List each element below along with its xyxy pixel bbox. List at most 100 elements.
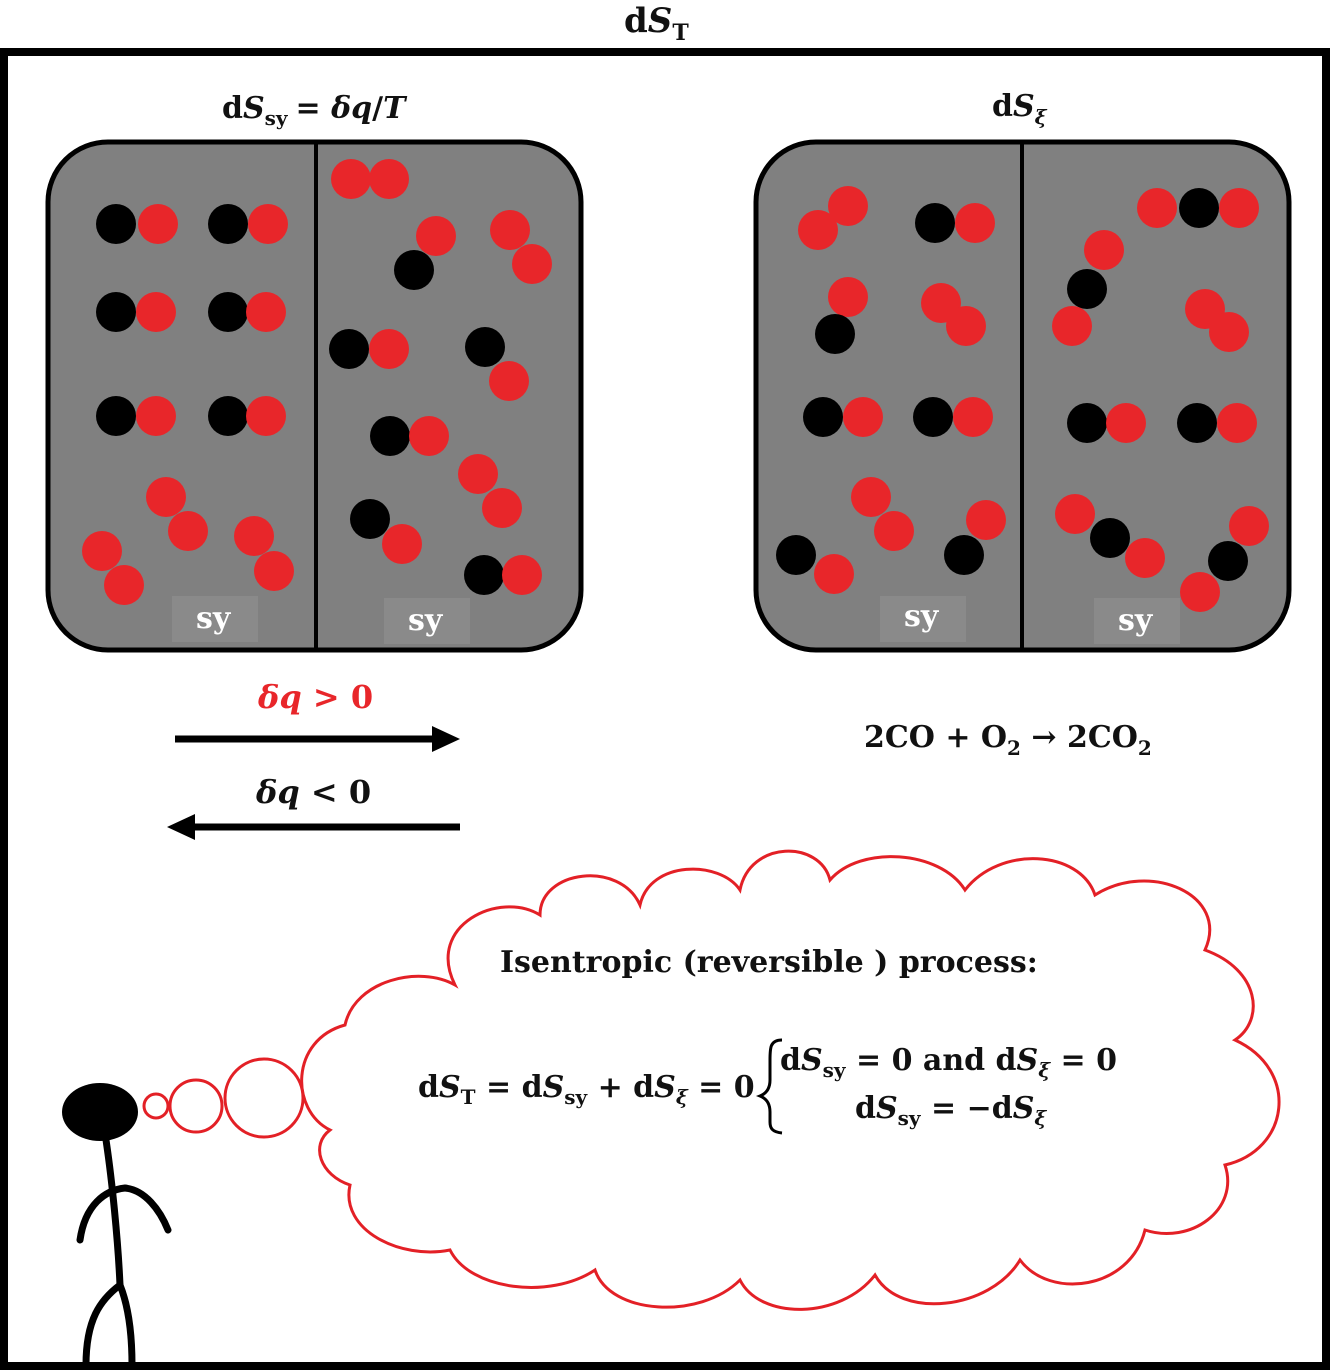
heat-negative-label: δq < 0 [255, 773, 371, 811]
molecules-right-b [1052, 188, 1269, 612]
oxygen-atom [234, 516, 274, 556]
oxygen-atom [1209, 312, 1249, 352]
oxygen-atom [1106, 403, 1146, 443]
brace-icon [755, 1038, 783, 1135]
outer-frame [0, 48, 1330, 1370]
oxygen-atom [369, 159, 409, 199]
oxygen-atom [248, 204, 288, 244]
oxygen-atom [946, 306, 986, 346]
carbon-atom [96, 396, 136, 436]
oxygen-atom [1229, 506, 1269, 546]
carbon-atom [1208, 541, 1248, 581]
carbon-atom [208, 292, 248, 332]
heat-positive-label: δq > 0 [257, 678, 373, 716]
oxygen-atom [1137, 188, 1177, 228]
oxygen-atom [369, 329, 409, 369]
oxygen-atom [828, 186, 868, 226]
carbon-atom [1090, 518, 1130, 558]
oxygen-atom [1084, 230, 1124, 270]
right-sy-box-b [1094, 598, 1180, 644]
oxygen-atom [482, 488, 522, 528]
oxygen-atom [146, 477, 186, 517]
right-subsystem-label-b: sy [1118, 603, 1154, 638]
oxygen-atom [1217, 403, 1257, 443]
carbon-atom [208, 396, 248, 436]
oxygen-atom [798, 210, 838, 250]
molecules-right-a [776, 186, 1006, 594]
condition-two: dSsy = −dSξ [855, 1091, 1047, 1130]
left-subsystem-label-b: sy [408, 603, 444, 638]
outer-title: dST [624, 1, 689, 46]
carbon-atom [370, 416, 410, 456]
carbon-atom [208, 204, 248, 244]
left-sy-box-b [384, 598, 470, 644]
arms [76, 1184, 172, 1244]
head [62, 1083, 138, 1141]
right-panel-equation: dSξ [992, 89, 1048, 129]
stick-figure-icon [62, 1083, 172, 1369]
entropy-balance-equation: dST = dSsy + dSξ = 0 [418, 1070, 755, 1109]
right-leg [116, 1281, 136, 1369]
oxygen-atom [1055, 494, 1095, 534]
carbon-atom [776, 535, 816, 575]
right-subsystem-label-a: sy [904, 599, 940, 634]
carbon-atom [944, 535, 984, 575]
carbon-atom [815, 314, 855, 354]
carbon-atom [96, 292, 136, 332]
thought-cloud-icon [142, 849, 1281, 1311]
oxygen-atom [82, 531, 122, 571]
oxygen-atom [490, 210, 530, 250]
oxygen-atom [104, 565, 144, 605]
condition-one: dSsy = 0 and dSξ = 0 [780, 1043, 1117, 1082]
right-sy-box-a [880, 596, 966, 642]
molecules-left-b [329, 159, 552, 595]
left-sy-box-a [172, 596, 258, 642]
carbon-atom [465, 327, 505, 367]
oxygen-atom [1180, 572, 1220, 612]
oxygen-atom [502, 555, 542, 595]
oxygen-atom [489, 361, 529, 401]
carbon-atom [915, 203, 955, 243]
carbon-atom [913, 397, 953, 437]
oxygen-atom [254, 551, 294, 591]
oxygen-atom [331, 159, 371, 199]
carbon-atom [394, 250, 434, 290]
oxygen-atom [416, 216, 456, 256]
torso [102, 1136, 124, 1289]
molecules-left-a [82, 204, 294, 605]
oxygen-atom [953, 397, 993, 437]
oxygen-atom [512, 244, 552, 284]
carbon-atom [1067, 403, 1107, 443]
left-leg [82, 1281, 124, 1369]
right-arrow-icon [175, 726, 460, 752]
carbon-atom [1177, 403, 1217, 443]
carbon-atom [803, 397, 843, 437]
left-subsystem-label-a: sy [196, 601, 232, 636]
carbon-atom [329, 329, 369, 369]
oxygen-atom [382, 524, 422, 564]
oxygen-atom [458, 454, 498, 494]
carbon-atom [1067, 269, 1107, 309]
left-panel-equation: dSsy= δq/T [222, 91, 408, 130]
carbon-atom [350, 499, 390, 539]
oxygen-atom [1052, 306, 1092, 346]
thought-heading: Isentropic (reversible ) process: [500, 945, 1038, 980]
oxygen-atom [814, 554, 854, 594]
oxygen-atom [828, 277, 868, 317]
oxygen-atom [874, 511, 914, 551]
oxygen-atom [138, 204, 178, 244]
oxygen-atom [1219, 188, 1259, 228]
oxygen-atom [966, 500, 1006, 540]
oxygen-atom [136, 292, 176, 332]
carbon-atom [1179, 188, 1219, 228]
oxygen-atom [246, 292, 286, 332]
oxygen-atom [851, 477, 891, 517]
oxygen-atom [246, 396, 286, 436]
oxygen-atom [955, 203, 995, 243]
left-arrow-icon [167, 814, 460, 840]
carbon-atom [464, 555, 504, 595]
oxygen-atom [843, 397, 883, 437]
reaction-equation: 2CO + O2 → 2CO2 [864, 720, 1152, 760]
carbon-atom [96, 204, 136, 244]
oxygen-atom [168, 511, 208, 551]
